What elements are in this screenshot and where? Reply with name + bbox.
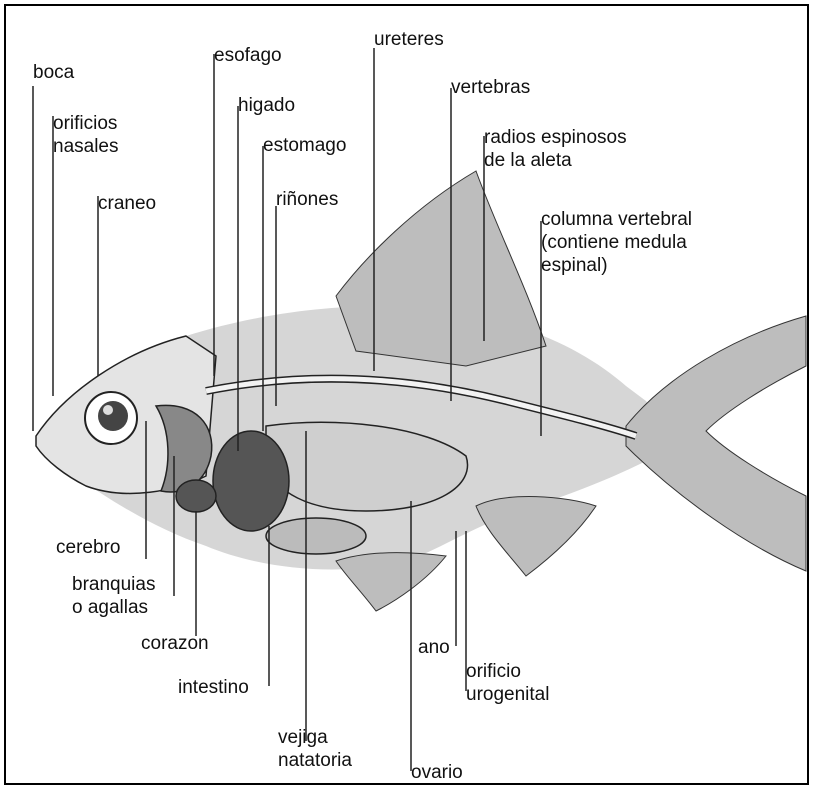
- tail-fin: [626, 316, 806, 571]
- label-estomago: estomago: [263, 134, 346, 157]
- eye-pupil: [98, 401, 128, 431]
- intestine: [266, 518, 366, 554]
- label-radios-espinosos: radios espinosos de la aleta: [484, 126, 627, 172]
- label-higado: higado: [238, 94, 295, 117]
- label-branquias: branquias o agallas: [72, 573, 155, 619]
- label-corazon: corazon: [141, 632, 209, 655]
- fish-illustration: [6, 6, 809, 785]
- dorsal-fin: [336, 171, 546, 366]
- label-ureteres: ureteres: [374, 28, 444, 51]
- label-ovario: ovario: [411, 761, 463, 784]
- label-columna-vertebral: columna vertebral (contiene medula espin…: [541, 208, 692, 277]
- label-boca: boca: [33, 61, 74, 84]
- pelvic-fin: [336, 553, 446, 611]
- heart: [176, 480, 216, 512]
- label-ano: ano: [418, 636, 450, 659]
- liver: [213, 431, 289, 531]
- label-vejiga-natatoria: vejiga natatoria: [278, 726, 352, 772]
- diagram-frame: boca orificios nasales craneo esofago hi…: [4, 4, 809, 785]
- label-orificios-nasales: orificios nasales: [53, 112, 119, 158]
- anal-fin: [476, 497, 596, 576]
- label-craneo: craneo: [98, 192, 156, 215]
- label-vertebras: vertebras: [451, 76, 530, 99]
- label-rinones: riñones: [276, 188, 338, 211]
- label-orificio-urogenital: orificio urogenital: [466, 660, 549, 706]
- label-esofago: esofago: [214, 44, 282, 67]
- label-cerebro: cerebro: [56, 536, 120, 559]
- label-intestino: intestino: [178, 676, 249, 699]
